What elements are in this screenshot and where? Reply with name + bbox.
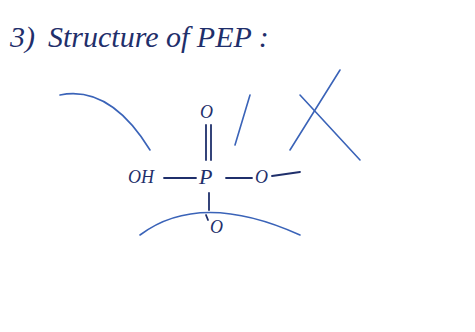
- scribble-stroke: [140, 213, 300, 236]
- scribble-stroke: [235, 95, 250, 145]
- atom-label: O: [200, 103, 213, 121]
- scribble-stroke: [300, 95, 360, 160]
- single-bond: [208, 193, 210, 210]
- atom-label: O: [255, 168, 268, 186]
- double-bond: [205, 125, 207, 160]
- charge-dash: [272, 172, 300, 176]
- scribble-stroke: [290, 70, 340, 150]
- heading-text: Structure of PEP :: [48, 22, 269, 52]
- scribble-stroke: [60, 94, 150, 150]
- atom-label: OH: [128, 168, 154, 186]
- double-bond: [210, 125, 212, 160]
- single-bond: [226, 177, 252, 179]
- item-number: 3): [10, 22, 35, 52]
- atom-label: O: [210, 218, 223, 236]
- atom-label: P: [199, 166, 212, 188]
- charge-tick: [206, 215, 208, 220]
- single-bond: [164, 177, 196, 179]
